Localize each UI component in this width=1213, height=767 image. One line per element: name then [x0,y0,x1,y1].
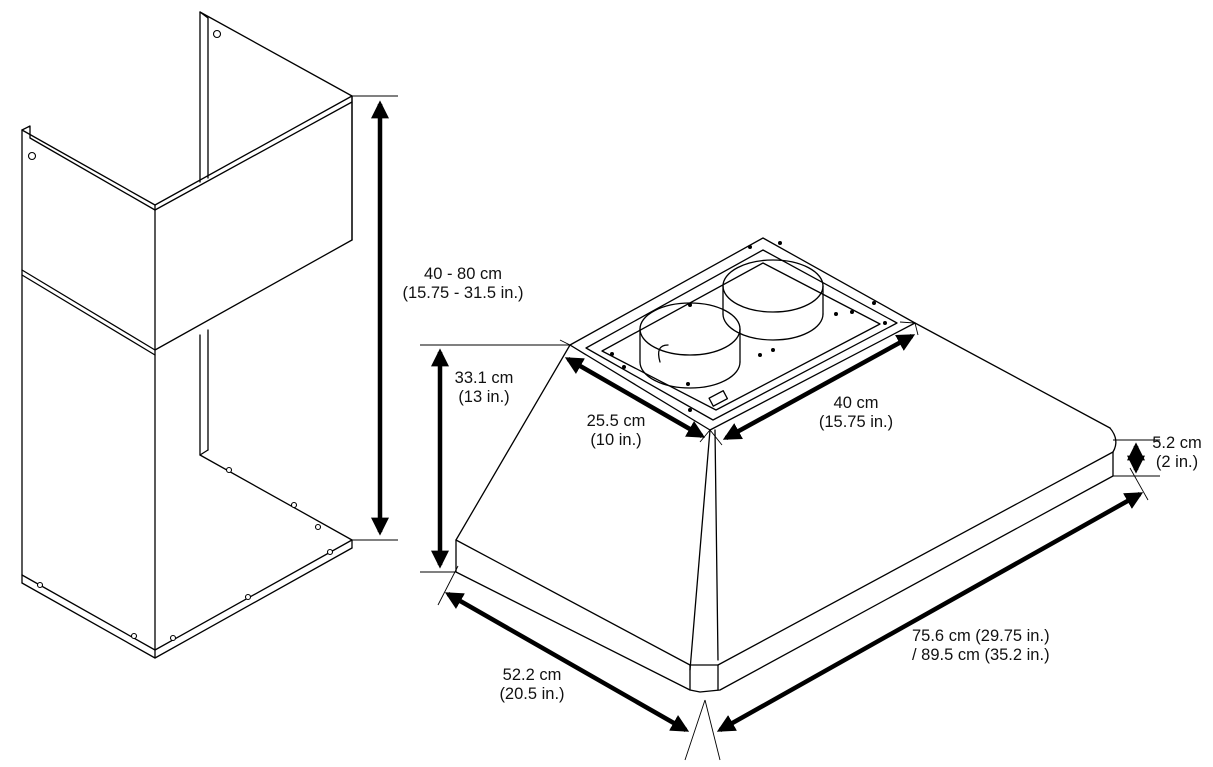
hood-depth-label: 52.2 cm (20.5 in.) [499,666,565,703]
chimney-height-label: 40 - 80 cm (15.75 - 31.5 in.) [402,265,524,302]
mounting-hole-icon [27,151,37,161]
chimney-rear-panel [199,11,353,541]
duct-collar-right [722,259,824,341]
chimney-front-panel [21,95,353,659]
hood-width-label: 75.6 cm (29.75 in.) / 89.5 cm (35.2 in.) [912,627,1050,664]
base-thickness-label: 5.2 cm (2 in.) [1152,434,1202,471]
duct-collar-left [639,302,741,389]
hood-depth-arrow [444,592,690,732]
hood-height-label: 33.1 cm (13 in.) [454,369,514,406]
top-width-arrow [722,334,916,440]
top-depth-arrow [564,357,706,438]
chimney-cover [21,11,398,659]
top-depth-label: 25.5 cm (10 in.) [586,412,646,449]
mounting-hole-icon [212,29,222,39]
top-width-label: 40 cm (15.75 in.) [818,394,894,431]
switch-icon [708,390,729,407]
hood-width-arrow [716,492,1144,732]
